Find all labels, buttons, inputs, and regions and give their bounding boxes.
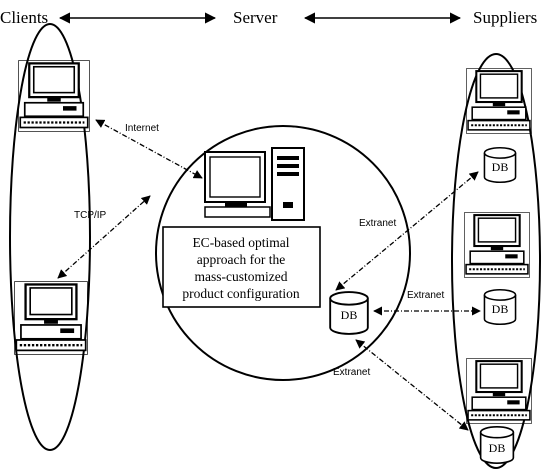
supplier-computer-bottom <box>467 359 532 424</box>
tcpip-label: TCP/IP <box>74 210 107 221</box>
server-db-label: DB <box>341 308 358 322</box>
internet-label: Internet <box>125 123 159 134</box>
approach-line-1: EC-based optimal <box>192 235 289 250</box>
extranet-bottom-label: Extranet <box>333 367 370 378</box>
approach-line-4: product configuration <box>182 286 300 301</box>
supplier-db-mid-label: DB <box>492 302 509 316</box>
supplier-db-bottom-label: DB <box>489 441 506 455</box>
extranet-mid-label: Extranet <box>407 290 444 301</box>
server-computer <box>205 148 304 220</box>
client-computer-bottom <box>15 282 88 355</box>
client-computer-top <box>19 61 90 132</box>
approach-line-3: mass-customized <box>195 269 288 284</box>
tcpip-link <box>58 196 150 278</box>
server-heading: Server <box>233 8 278 27</box>
extranet-top-label: Extranet <box>359 218 396 229</box>
supplier-db-top-label: DB <box>492 160 509 174</box>
supplier-computer-mid <box>465 213 530 278</box>
suppliers-heading: Suppliers <box>473 8 537 27</box>
extranet-top-link <box>336 172 478 290</box>
supplier-computer-top <box>467 69 532 134</box>
clients-heading: Clients <box>0 8 48 27</box>
extranet-bottom-link <box>356 340 468 430</box>
approach-line-2: approach for the <box>197 252 285 267</box>
